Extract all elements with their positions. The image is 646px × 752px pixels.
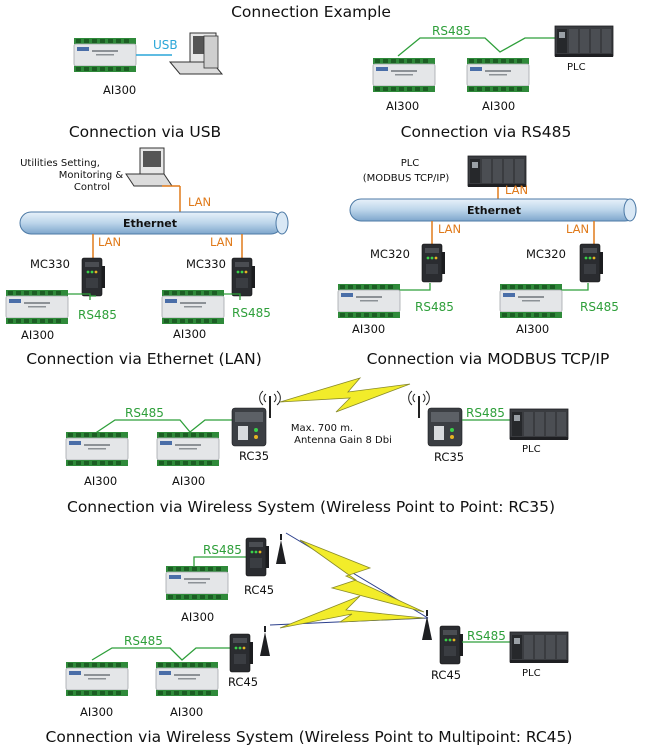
ai300-label: AI300: [103, 83, 136, 97]
rs485-cable: [91, 647, 230, 661]
ai300-label: AI300: [386, 99, 419, 113]
rs485-cable: [93, 419, 232, 435]
ai300-module: [466, 57, 530, 93]
usb-label: USB: [153, 38, 178, 52]
rc45-device: [245, 537, 270, 577]
rc35-device: [427, 407, 463, 447]
ai300-label: AI300: [352, 322, 385, 336]
rc35-device: [231, 407, 267, 447]
ai300-module: [499, 283, 563, 319]
ai300-module: [65, 661, 129, 697]
ai300-label: AI300: [173, 327, 206, 341]
rc35-label: RC35: [239, 449, 269, 463]
diagram-title: Connection Example: [231, 3, 391, 21]
ai300-module: [73, 37, 137, 73]
mc330-device: [81, 257, 106, 297]
rc45-label: RC45: [244, 583, 274, 597]
ai300-label: AI300: [516, 322, 549, 336]
ai300-module: [155, 661, 219, 697]
ai300-label: AI300: [172, 474, 205, 488]
rs485-cable: [193, 556, 246, 566]
caption-usb: Connection via USB: [69, 123, 221, 141]
mc320-label: MC320: [370, 247, 410, 261]
lan-label: LAN: [438, 222, 461, 236]
wireless-signal-icon: [279, 377, 411, 413]
lan-label: LAN: [566, 222, 589, 236]
range-label-line2: Antenna Gain 8 Dbi: [294, 435, 392, 446]
ai300-label: AI300: [84, 474, 117, 488]
rs485-label: RS485: [125, 406, 164, 420]
plc-modbus-label-line1: PLC: [401, 158, 420, 169]
ai300-label: AI300: [170, 705, 203, 719]
rc45-label: RC45: [431, 668, 461, 682]
ai300-module: [5, 289, 69, 325]
plc-label: PLC: [522, 668, 541, 679]
mc330-device: [231, 257, 256, 297]
plc-modbus-label-line2: (MODBUS TCP/IP): [363, 173, 450, 184]
ai300-label: AI300: [181, 610, 214, 624]
antenna-icon: [407, 390, 431, 419]
antenna-icon: [259, 625, 271, 657]
mc330-label: MC330: [186, 257, 226, 271]
plc-rack: [509, 631, 569, 664]
ai300-module: [337, 283, 401, 319]
rc35-label: RC35: [434, 450, 464, 464]
rs485-cable: [386, 283, 431, 291]
computer-icon: [168, 32, 224, 75]
caption-rs485: Connection via RS485: [401, 123, 572, 141]
ai300-module: [165, 565, 229, 601]
lan-label: LAN: [188, 195, 211, 209]
plc-rack: [554, 25, 614, 58]
lan-label: LAN: [98, 235, 121, 249]
rs485-label: RS485: [432, 24, 471, 38]
rs485-label: RS485: [466, 406, 505, 420]
utilities-label-line3: Control: [74, 182, 110, 193]
rs485-label: RS485: [467, 629, 506, 643]
rs485-label: RS485: [124, 634, 163, 648]
plc-label: PLC: [522, 444, 541, 455]
wireless-signal-icon: [269, 532, 429, 629]
antenna-icon: [421, 609, 433, 641]
rs485-cable: [554, 283, 589, 291]
utilities-label-line1: Utilities Setting,: [20, 158, 100, 169]
ai300-module: [156, 431, 220, 467]
rc45-device: [439, 625, 464, 665]
rc45-device: [229, 633, 254, 673]
rs485-label: RS485: [580, 300, 619, 314]
mc320-device: [421, 243, 446, 283]
rs485-label: RS485: [415, 300, 454, 314]
caption-wireless-mp: Connection via Wireless System (Wireless…: [46, 728, 573, 746]
ethernet-label: Ethernet: [123, 217, 177, 230]
caption-lan: Connection via Ethernet (LAN): [26, 350, 262, 368]
lan-label: LAN: [210, 235, 233, 249]
ethernet-bus: [349, 198, 637, 222]
caption-modbus: Connection via MODBUS TCP/IP: [367, 350, 610, 368]
plc-label: PLC: [567, 62, 586, 73]
ethernet-label: Ethernet: [467, 204, 521, 217]
rs485-label: RS485: [78, 308, 117, 322]
rs485-cable: [397, 37, 555, 57]
ai300-label: AI300: [21, 328, 54, 342]
rs485-label: RS485: [232, 306, 271, 320]
utilities-label-line2: Monitoring &: [59, 170, 124, 181]
ethernet-bus: [19, 211, 289, 235]
ai300-label: AI300: [482, 99, 515, 113]
rs485-cable: [54, 293, 96, 297]
rc45-label: RC45: [228, 675, 258, 689]
plc-rack: [509, 408, 569, 441]
ai300-module: [372, 57, 436, 93]
computer-icon: [125, 147, 173, 187]
rs485-label: RS485: [203, 543, 242, 557]
mc320-label: MC320: [526, 247, 566, 261]
lan-label: LAN: [505, 183, 528, 197]
mc320-device: [579, 243, 604, 283]
range-label-line1: Max. 700 m.: [291, 423, 353, 434]
caption-wireless-p2p: Connection via Wireless System (Wireless…: [67, 498, 555, 516]
antenna-icon: [275, 533, 287, 565]
ai300-module: [161, 289, 225, 325]
mc330-label: MC330: [30, 257, 70, 271]
ai300-label: AI300: [80, 705, 113, 719]
ai300-module: [65, 431, 129, 467]
